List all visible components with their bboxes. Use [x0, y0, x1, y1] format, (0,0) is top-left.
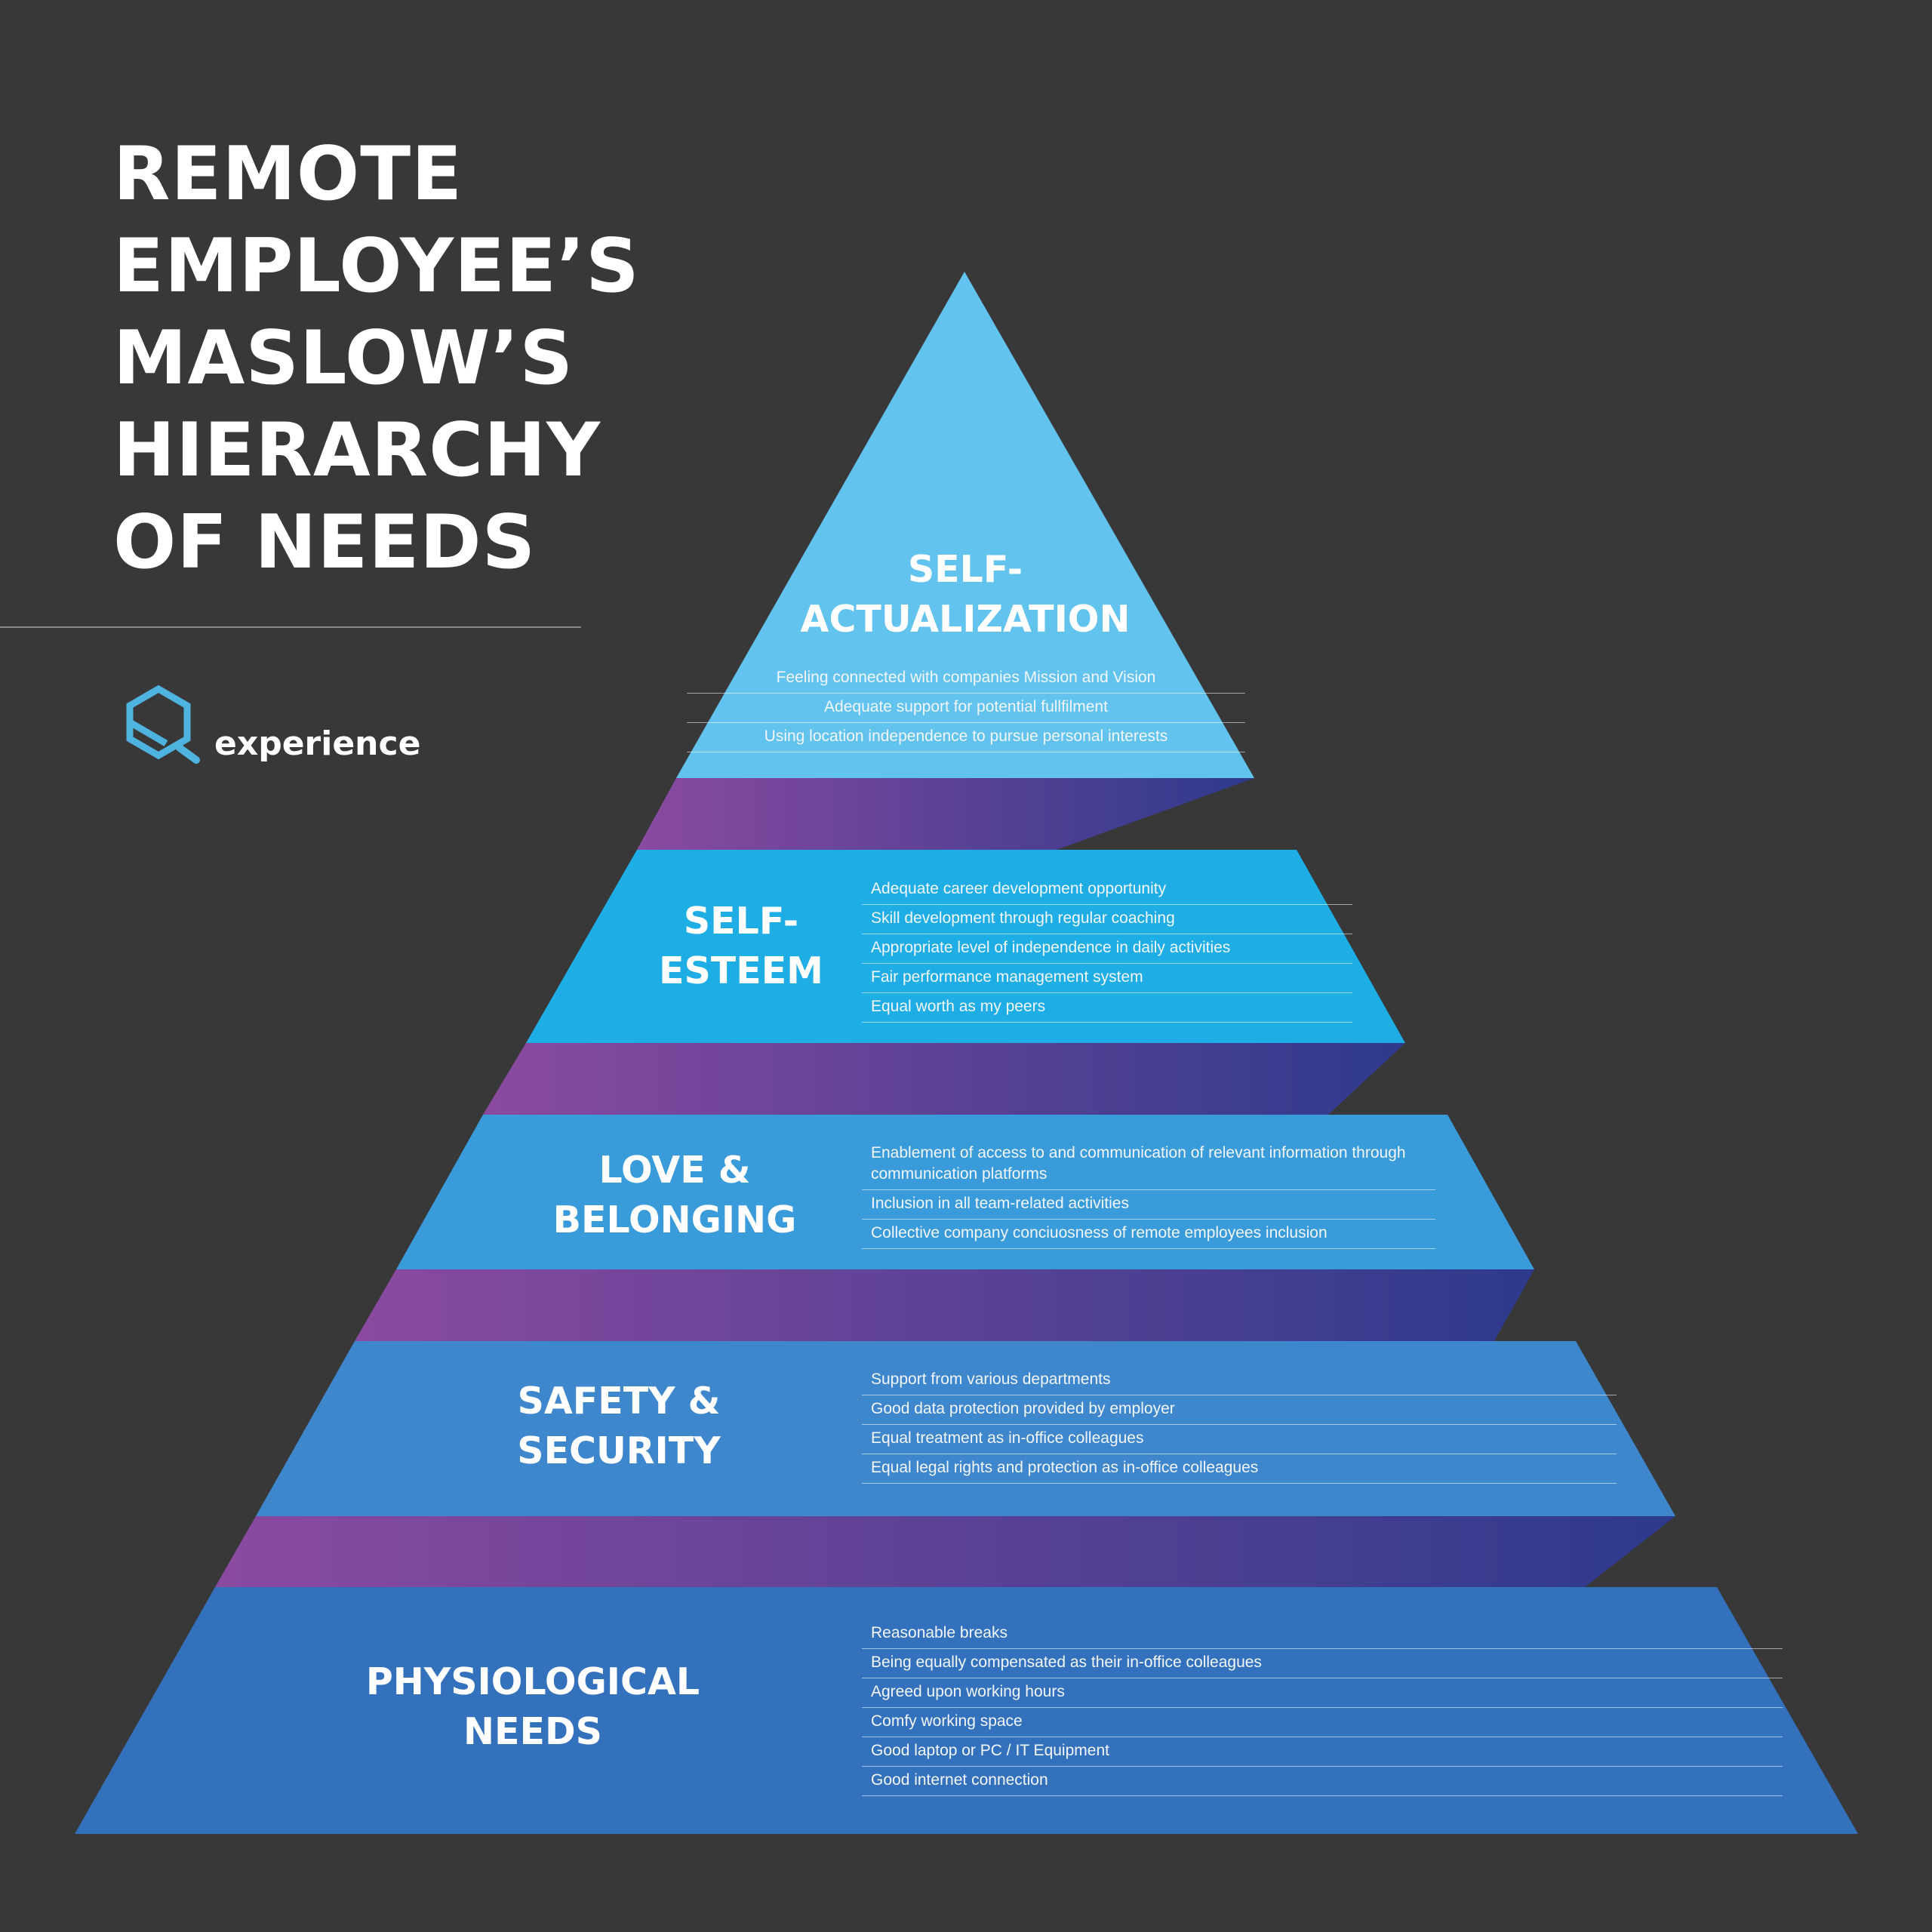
tier-item: Reasonable breaks: [862, 1620, 1783, 1649]
tier-title-love-belonging: LOVE & BELONGING: [448, 1146, 901, 1245]
tier-title-line: ACTUALIZATION: [800, 598, 1131, 641]
tier-item: Equal treatment as in-office colleagues: [862, 1425, 1617, 1454]
tier-love-belonging: [396, 1115, 1534, 1269]
tier-self-actualization: [676, 272, 1254, 778]
tier-safety-security: [256, 1341, 1675, 1516]
title-line: EMPLOYEE’S: [113, 223, 640, 309]
tier-item: Skill development through regular coachi…: [862, 905, 1352, 934]
tier-item: Collective company conciuosness of remot…: [862, 1220, 1435, 1249]
tier-title-line: ESTEEM: [659, 949, 823, 992]
tier-item: Being equally compensated as their in-of…: [862, 1649, 1783, 1678]
tier-item: Fair performance management system: [862, 964, 1352, 993]
title-line: REMOTE: [113, 131, 463, 217]
connector-ribbon: [483, 1043, 1405, 1115]
connector-ribbon: [355, 1269, 1534, 1341]
tier-item: Adequate support for potential fullfilme…: [687, 694, 1245, 723]
tier-title-self-esteem: SELF- ESTEEM: [515, 897, 968, 996]
infographic-title: REMOTE EMPLOYEE’S MASLOW’S HIERARCHY OF …: [113, 128, 640, 589]
tier-item: Comfy working space: [862, 1708, 1783, 1737]
tier-title-line: LOVE &: [598, 1149, 751, 1192]
tier-item: Feeling connected with companies Mission…: [687, 664, 1245, 694]
tier-title-line: SELF-: [683, 900, 799, 943]
tier-item: Equal worth as my peers: [862, 993, 1352, 1023]
title-line: MASLOW’S: [113, 315, 574, 401]
tier-item: Adequate career development opportunity: [862, 875, 1352, 905]
tier-item: Using location independence to pursue pe…: [687, 723, 1245, 752]
brand-name: experience: [214, 724, 421, 763]
connector-ribbon: [215, 1516, 1675, 1587]
tier-item: Equal legal rights and protection as in-…: [862, 1454, 1617, 1484]
tier-title-physiological: PHYSIOLOGICAL NEEDS: [306, 1657, 759, 1757]
tier-item: Inclusion in all team-related activities: [862, 1190, 1435, 1220]
tier-self-esteem: [526, 850, 1405, 1043]
tier-title-line: NEEDS: [463, 1710, 602, 1753]
tier-title-line: SELF-: [907, 548, 1023, 591]
tier-title-line: SECURITY: [517, 1429, 721, 1472]
tier-item: Good laptop or PC / IT Equipment: [862, 1737, 1783, 1767]
connector-ribbon: [637, 778, 1254, 850]
tier-items-love-belonging: Enablement of access to and communicatio…: [862, 1140, 1435, 1249]
tier-title-line: PHYSIOLOGICAL: [365, 1660, 700, 1703]
tier-title-line: SAFETY &: [517, 1380, 721, 1423]
title-divider: [0, 626, 581, 628]
tier-items-self-actualization: Feeling connected with companies Mission…: [687, 664, 1245, 752]
tier-title-line: BELONGING: [552, 1198, 797, 1241]
tier-item: Good internet connection: [862, 1767, 1783, 1796]
title-line: HIERARCHY: [113, 408, 601, 494]
tier-title-safety-security: SAFETY & SECURITY: [392, 1377, 845, 1476]
tier-item: Appropriate level of independence in dai…: [862, 934, 1352, 964]
tier-item: Enablement of access to and communicatio…: [862, 1140, 1435, 1190]
tier-item: Agreed upon working hours: [862, 1678, 1783, 1708]
title-line: OF NEEDS: [113, 500, 537, 586]
tier-title-self-actualization: SELF- ACTUALIZATION: [739, 545, 1192, 645]
tier-item: Support from various departments: [862, 1366, 1617, 1395]
tier-item: Good data protection provided by employe…: [862, 1395, 1617, 1425]
hexagon-magnifier-logo-icon: [126, 685, 200, 764]
